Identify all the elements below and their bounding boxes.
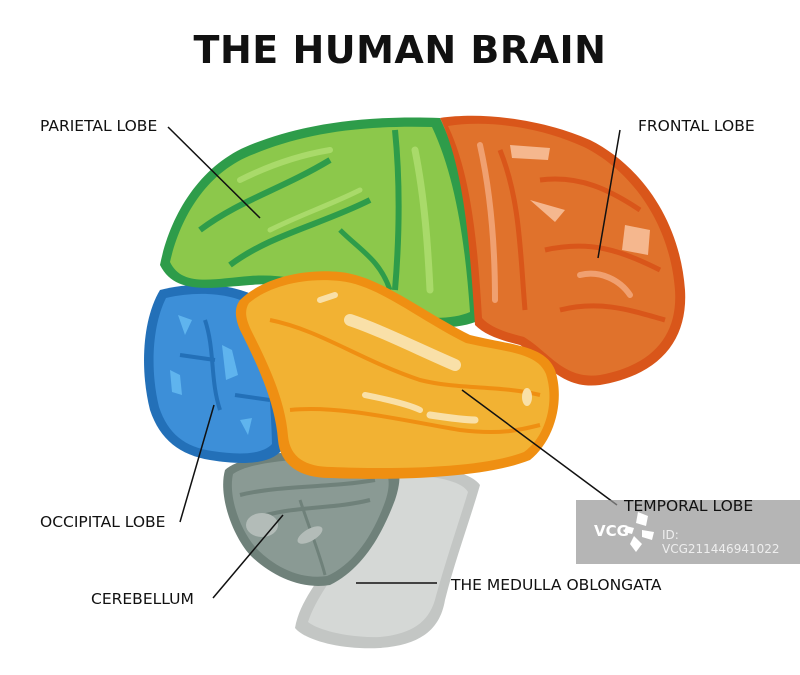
frontal-leader-line [597, 129, 621, 259]
label-parietal-lobe: PARIETAL LOBE [40, 117, 158, 135]
watermark: VCG ID: VCG211446941022 [576, 500, 800, 564]
frontal-lobe-region [440, 115, 686, 386]
label-medulla-oblongata: THE MEDULLA OBLONGATA [451, 576, 662, 594]
parietal-lobe-region [160, 117, 480, 328]
medulla-oblongata-region [295, 465, 480, 649]
watermark-logo: VCG [594, 522, 629, 540]
temporal-leader-line [461, 389, 618, 506]
temporal-lobe-region [235, 271, 559, 479]
page-title: THE HUMAN BRAIN [193, 28, 607, 72]
occipital-leader-line [179, 404, 215, 523]
label-cerebellum: CEREBELLUM [91, 590, 194, 608]
parietal-leader-line [167, 126, 261, 219]
label-frontal-lobe: FRONTAL LOBE [638, 117, 755, 135]
label-occipital-lobe: OCCIPITAL LOBE [40, 513, 166, 531]
watermark-pinwheel-icon [624, 512, 654, 552]
label-temporal-lobe: TEMPORAL LOBE [624, 497, 754, 515]
watermark-id: ID: VCG211446941022 [662, 528, 780, 556]
cerebellum-leader-line [212, 514, 284, 599]
